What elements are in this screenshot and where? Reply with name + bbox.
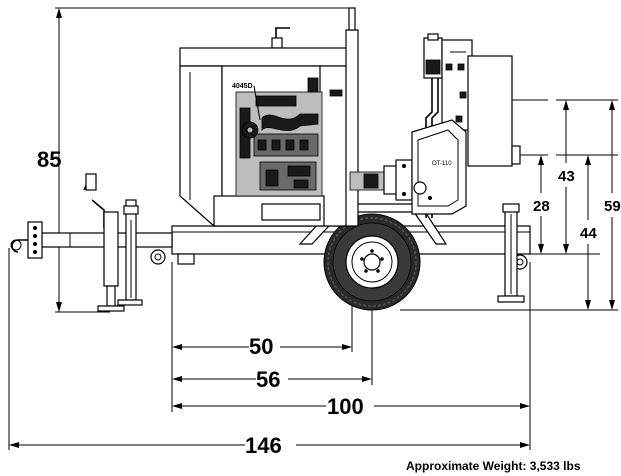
overall-height-dimension: 85 [37,147,61,172]
overall-length-dimension: 146 [245,433,282,458]
rear-jack-stand [497,203,525,303]
frame-to-axle-dimension: 50 [249,334,273,359]
frame-length-dimension: 100 [327,394,364,419]
pump-model-label: OT-110 [432,161,452,167]
suction-height-from-ground-dimension: 44 [580,225,597,242]
engine-model-label: 4045D [232,83,253,90]
suction-height-from-frame-dimension: 28 [533,198,550,215]
front-jack-stand [83,173,143,312]
engine-block: 4045D [232,77,323,197]
dimension-lines [8,7,618,450]
discharge-height-from-ground-dimension: 59 [604,198,621,215]
drive-coupling [349,159,413,201]
pump-assembly: OT-110 [411,33,521,218]
discharge-height-from-frame-dimension: 43 [558,168,575,185]
trailer-frame [10,221,531,270]
frame-to-wheel-dimension: 56 [256,367,280,392]
approximate-weight-note: Approximate Weight: 3,533 lbs [406,459,581,473]
